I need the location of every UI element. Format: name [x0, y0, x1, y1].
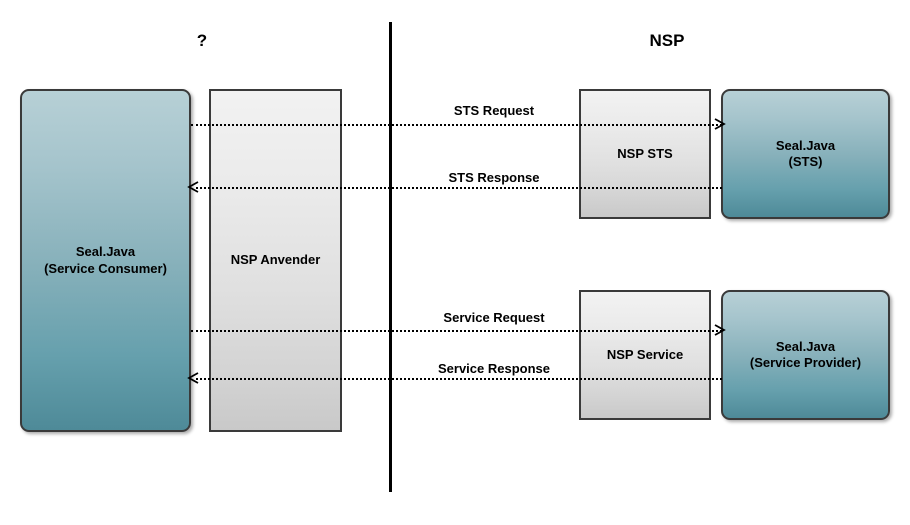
- arrowhead-service-response: [187, 372, 199, 384]
- flow-label-service-response: Service Response: [437, 361, 551, 376]
- flow-label-service-request: Service Request: [443, 310, 545, 325]
- flow-label-sts-response: STS Response: [448, 170, 540, 185]
- node-seal-java-service-consumer[interactable]: Seal.Java (Service Consumer): [20, 89, 191, 432]
- flow-line-service-response: [196, 378, 722, 380]
- node-nsp-sts[interactable]: NSP STS: [579, 89, 711, 219]
- zone-title-right: NSP: [649, 31, 685, 50]
- node-seal-java-sts[interactable]: Seal.Java (STS): [721, 89, 890, 219]
- flow-line-sts-request: [191, 124, 722, 126]
- flow-label-sts-request: STS Request: [453, 103, 535, 118]
- arrowhead-sts-response: [187, 181, 199, 193]
- zone-divider-line: [389, 22, 392, 492]
- node-seal-java-service-provider[interactable]: Seal.Java (Service Provider): [721, 290, 890, 420]
- arrowhead-sts-request: [714, 118, 726, 130]
- node-nsp-anvender[interactable]: NSP Anvender: [209, 89, 342, 432]
- flow-line-service-request: [191, 330, 722, 332]
- node-nsp-service[interactable]: NSP Service: [579, 290, 711, 420]
- zone-title-left: ?: [196, 31, 208, 50]
- flow-line-sts-response: [196, 187, 722, 189]
- arrowhead-service-request: [714, 324, 726, 336]
